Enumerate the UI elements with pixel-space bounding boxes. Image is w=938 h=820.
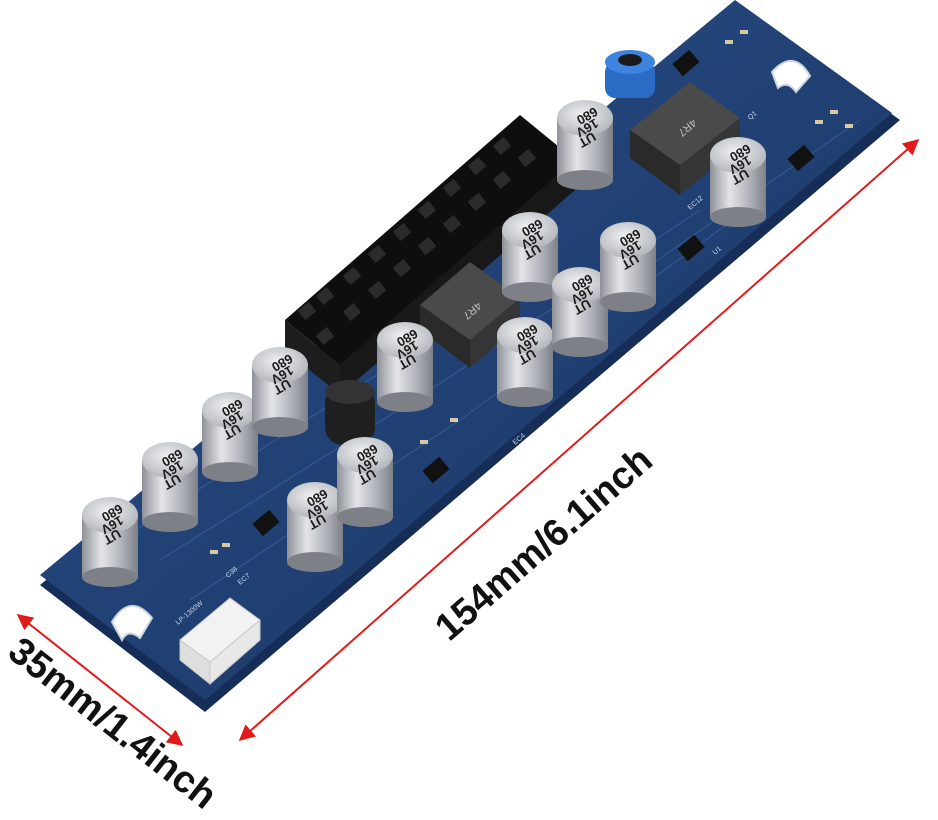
capacitor: 680 16V UT (502, 212, 558, 302)
length-arrow (238, 138, 920, 742)
capacitor: 680 16V UT (287, 482, 343, 572)
silk-q1: Q1 (747, 110, 759, 121)
capacitor: 680 16V UT (82, 497, 138, 587)
mounting-notch (770, 60, 812, 94)
capacitor: 680 16V UT (337, 437, 393, 527)
blue-potentiometer (605, 50, 655, 98)
capacitor: 680 16V UT (557, 100, 613, 190)
capacitor: 680 16V UT (252, 347, 308, 437)
capacitor: 680 16V UT (600, 222, 656, 312)
width-arrow (16, 614, 184, 746)
capacitor: 680 16V UT (497, 317, 553, 407)
toroid-choke (325, 380, 375, 445)
capacitor: 680 16V UT (710, 137, 766, 227)
capacitor: 680 16V UT (142, 442, 198, 532)
capacitor: 680 16V UT (377, 322, 433, 412)
capacitor: 680 16V UT (202, 392, 258, 482)
capacitor: 680 16V UT (552, 267, 608, 357)
